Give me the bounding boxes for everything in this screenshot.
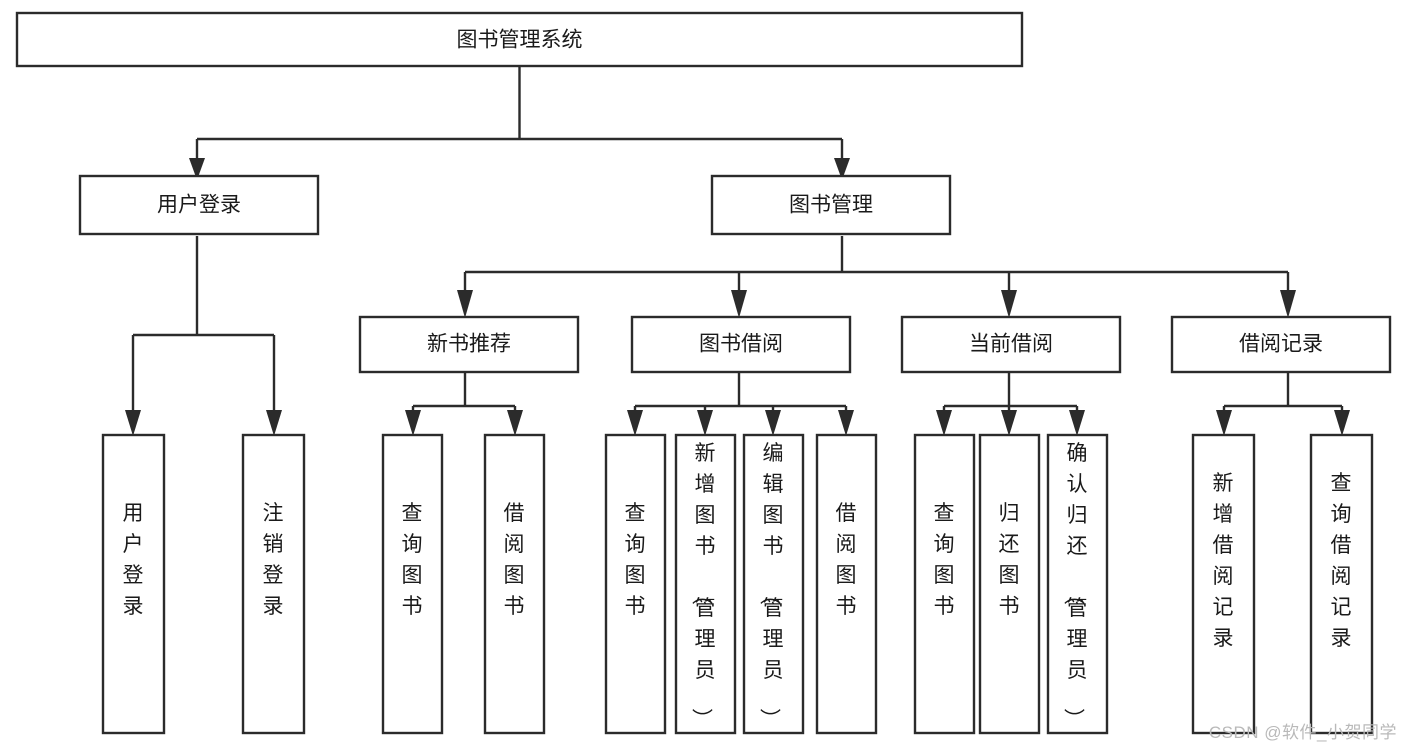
node-current-borrow-box[interactable] [900,315,1122,374]
node-leaf-7[interactable]: 编辑图书（管理员） [742,433,805,735]
node-leaf-9-label: 查询图书 [934,502,955,618]
node-leaf-7-label: 编辑图书（管理员） [758,442,784,729]
arrowhead-leaf-12 [1216,410,1232,436]
arrowhead-leaf-9 [936,410,952,436]
arrowhead-new-book-rec [457,290,473,318]
node-book-manage-box[interactable] [710,174,952,236]
node-leaf-6-label: 新增图书（管理员） [690,442,716,729]
arrowhead-leaf-10 [1001,410,1017,436]
arrowhead-leaf-11 [1069,410,1085,436]
node-leaf-6[interactable]: 新增图书（管理员） [674,433,737,735]
node-new-book-rec-label: 新书推荐 [427,333,511,356]
arrowhead-leaf-6 [697,410,713,436]
node-book-manage[interactable]: 图书管理 [710,174,952,236]
node-leaf-10-box[interactable] [978,433,1041,735]
arrowhead-leaf-7 [765,410,781,436]
arrowhead-borrow-record [1280,290,1296,318]
node-root-label: 图书管理系统 [457,29,583,52]
node-current-borrow-label: 当前借阅 [969,333,1053,356]
node-leaf-9-box[interactable] [913,433,976,735]
node-leaf-10[interactable]: 归还图书 [978,433,1041,735]
node-leaf-10-label: 归还图书 [999,502,1020,618]
node-leaf-4-box[interactable] [483,433,546,735]
node-root-box[interactable] [15,11,1024,68]
node-leaf-9[interactable]: 查询图书 [913,433,976,735]
arrowhead-leaf-5 [627,410,643,436]
node-leaf-8-label: 借阅图书 [836,502,857,618]
node-leaf-12-box[interactable] [1191,433,1256,735]
csdn-watermark: CSDN @软件_小贺同学 [1208,723,1397,742]
node-user-login-box[interactable] [78,174,320,236]
node-leaf-6-box[interactable] [674,433,737,735]
node-book-borrow-label: 图书借阅 [699,333,783,356]
node-leaf-1-box[interactable] [101,433,166,735]
node-leaf-8[interactable]: 借阅图书 [815,433,878,735]
node-leaf-13-label: 查询借阅记录 [1331,472,1352,650]
node-leaf-5-box[interactable] [604,433,667,735]
node-leaf-3[interactable]: 查询图书 [381,433,444,735]
node-leaf-2-box[interactable] [241,433,306,735]
node-leaf-1[interactable]: 用户登录 [101,433,166,735]
node-leaf-4-label: 借阅图书 [504,502,525,618]
arrowhead-leaf-3 [405,410,421,436]
node-root[interactable]: 图书管理系统 [15,11,1024,68]
node-leaf-4[interactable]: 借阅图书 [483,433,546,735]
node-leaf-11-box[interactable] [1046,433,1109,735]
node-leaf-13-box[interactable] [1309,433,1374,735]
node-user-login[interactable]: 用户登录 [78,174,320,236]
node-leaf-7-box[interactable] [742,433,805,735]
arrowhead-leaf-1 [125,410,141,436]
arrowhead-user-login [189,158,205,180]
node-leaf-1-label: 用户登录 [123,502,144,618]
node-book-manage-label: 图书管理 [789,194,873,217]
node-borrow-record-box[interactable] [1170,315,1392,374]
node-current-borrow[interactable]: 当前借阅 [900,315,1122,374]
node-leaf-8-box[interactable] [815,433,878,735]
node-leaf-3-box[interactable] [381,433,444,735]
node-leaf-3-label: 查询图书 [402,502,423,618]
node-new-book-rec-box[interactable] [358,315,580,374]
connector-layer [125,66,1350,436]
node-borrow-record[interactable]: 借阅记录 [1170,315,1392,374]
arrowhead-leaf-13 [1334,410,1350,436]
node-book-borrow[interactable]: 图书借阅 [630,315,852,374]
node-leaf-2-label: 注销登录 [263,502,284,618]
node-leaf-11-label: 确认归还（管理员） [1062,442,1088,729]
node-leaf-12-label: 新增借阅记录 [1213,472,1234,650]
node-new-book-rec[interactable]: 新书推荐 [358,315,580,374]
arrowhead-current-borrow [1001,290,1017,318]
arrowhead-book-borrow [731,290,747,318]
node-leaf-13[interactable]: 查询借阅记录 [1309,433,1374,735]
node-leaf-5-label: 查询图书 [625,502,646,618]
arrowhead-book-manage [834,158,850,180]
arrowhead-leaf-8 [838,410,854,436]
node-leaf-11[interactable]: 确认归还（管理员） [1046,433,1109,735]
node-leaf-5[interactable]: 查询图书 [604,433,667,735]
node-user-login-label: 用户登录 [157,194,241,217]
node-leaf-12[interactable]: 新增借阅记录 [1191,433,1256,735]
node-book-borrow-box[interactable] [630,315,852,374]
arrowhead-leaf-4 [507,410,523,436]
node-borrow-record-label: 借阅记录 [1239,333,1323,356]
node-leaf-2[interactable]: 注销登录 [241,433,306,735]
arrowhead-leaf-2 [266,410,282,436]
